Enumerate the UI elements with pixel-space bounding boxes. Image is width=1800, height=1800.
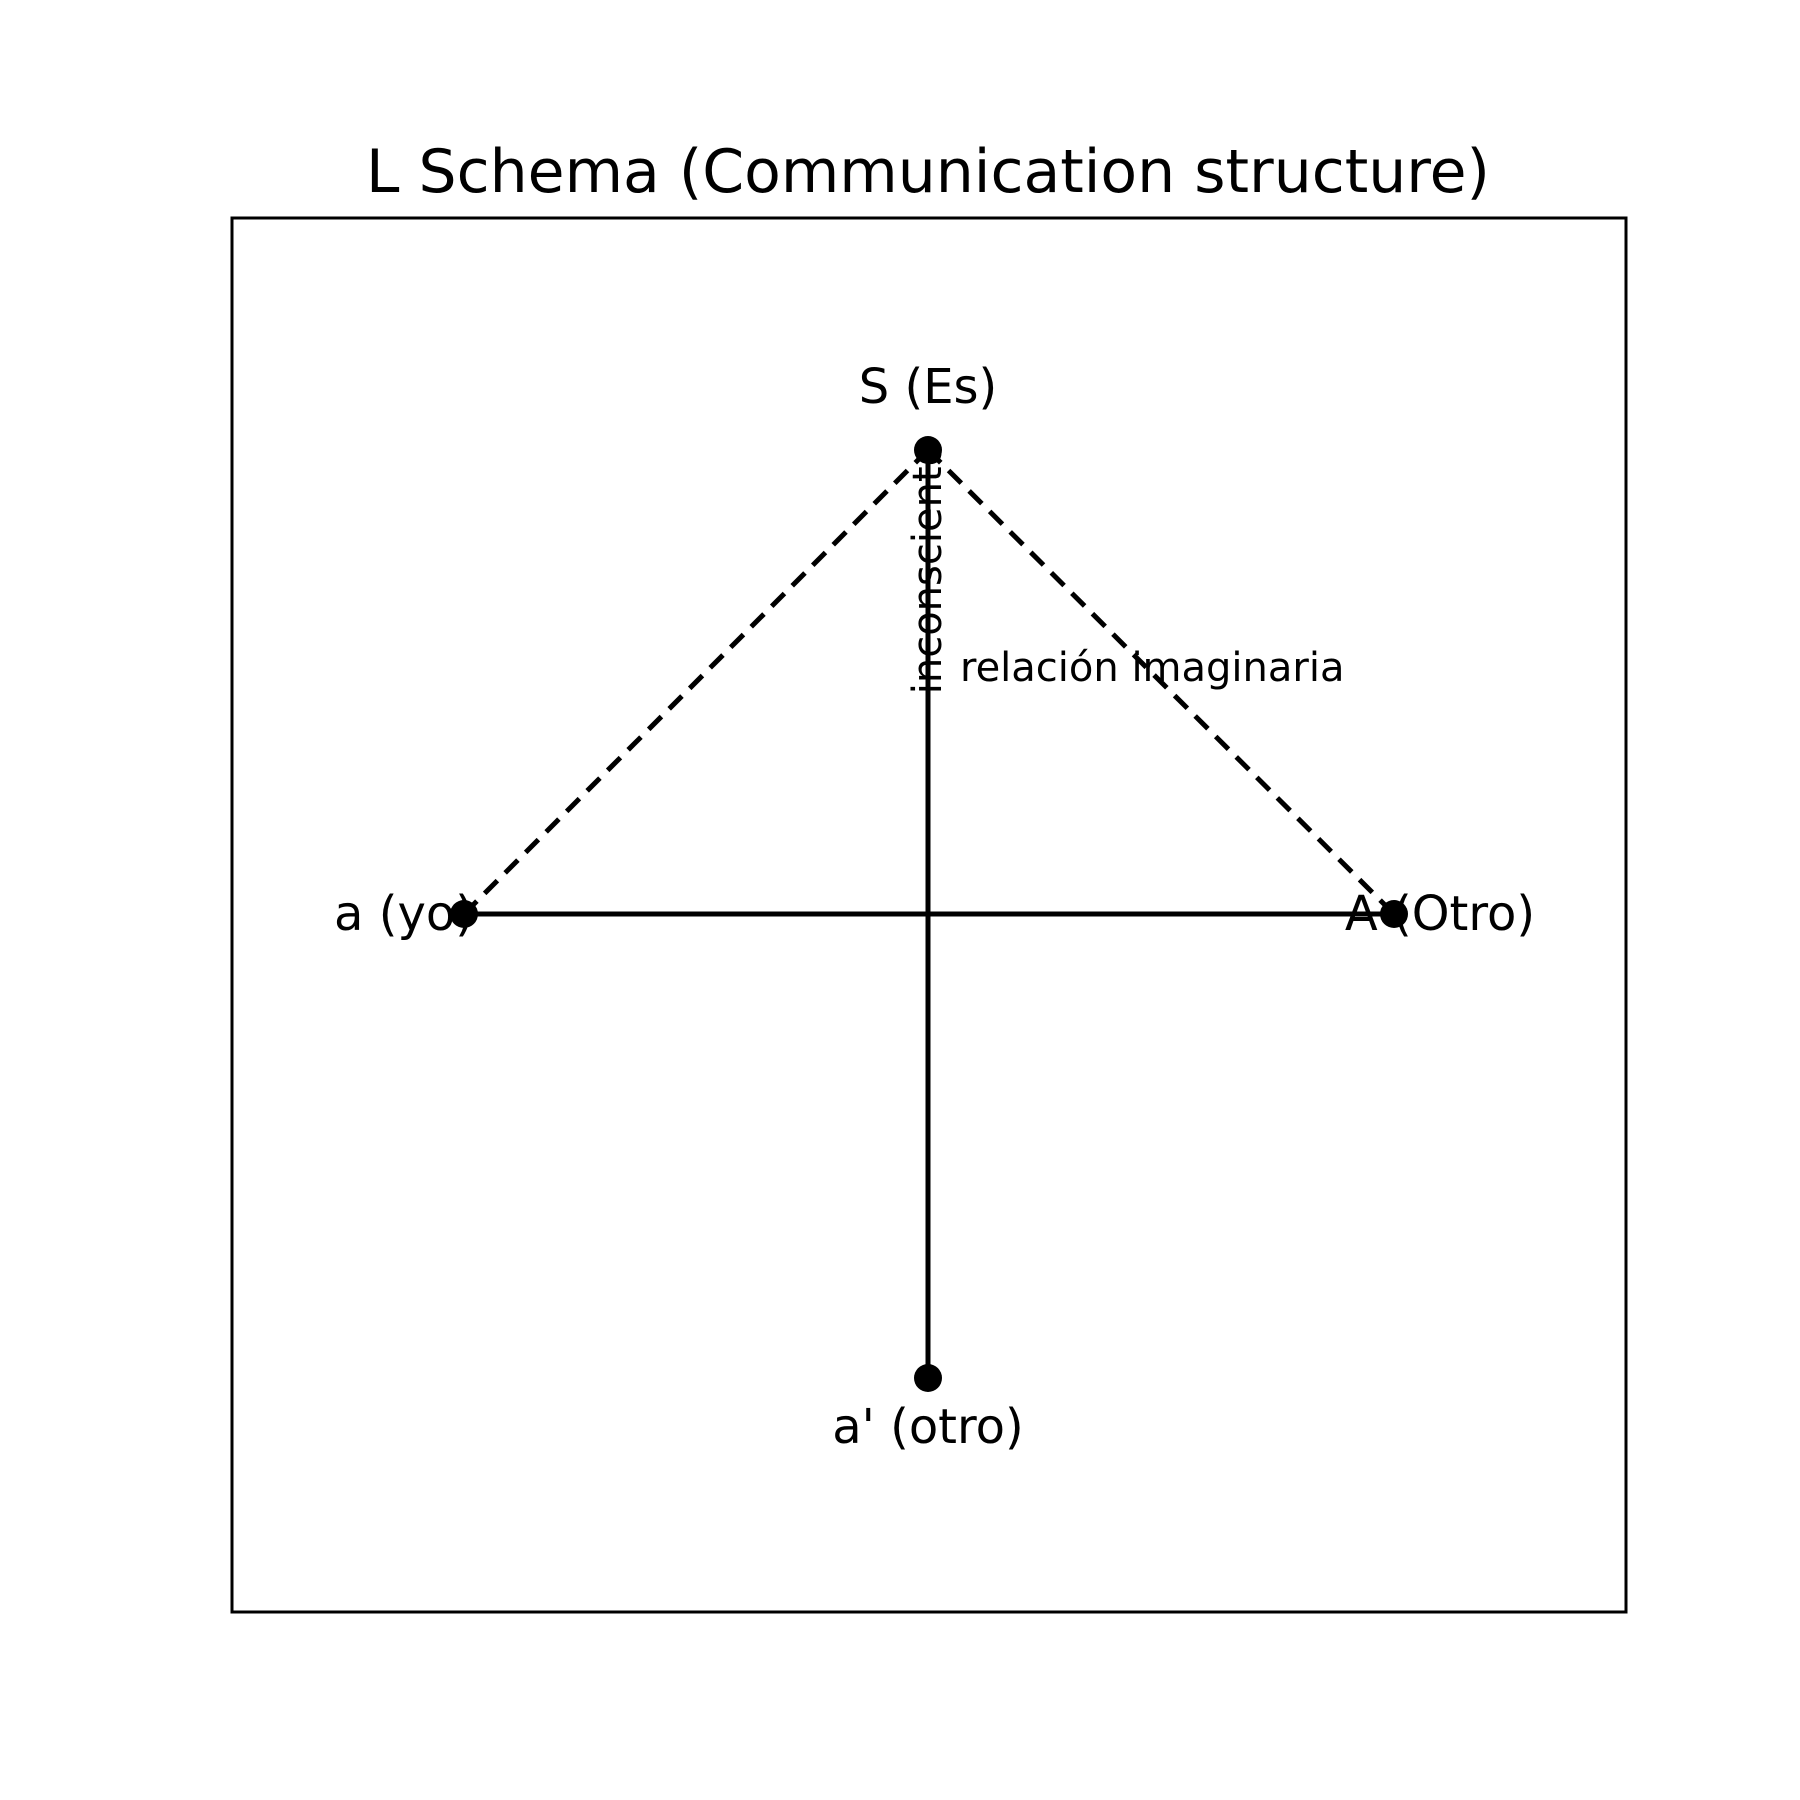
node-A	[1380, 900, 1408, 928]
diagram-frame	[230, 216, 1628, 1614]
node-a	[450, 900, 478, 928]
node-a-prime	[914, 1364, 942, 1392]
node-label-A: A (Otro)	[1345, 886, 1535, 942]
node-label-S: S (Es)	[859, 359, 998, 415]
diagram-title: L Schema (Communication structure)	[366, 137, 1490, 207]
label-inconsciente: inconsciente	[905, 442, 951, 694]
node-label-a-prime: a' (otro)	[832, 1399, 1024, 1455]
edge-S-to-A	[926, 448, 1396, 916]
node-label-a: a (yo)	[334, 886, 474, 942]
label-relacion-imaginaria: relación imaginaria	[960, 645, 1344, 691]
node-S	[914, 436, 942, 464]
edge-S-to-a	[462, 448, 930, 916]
